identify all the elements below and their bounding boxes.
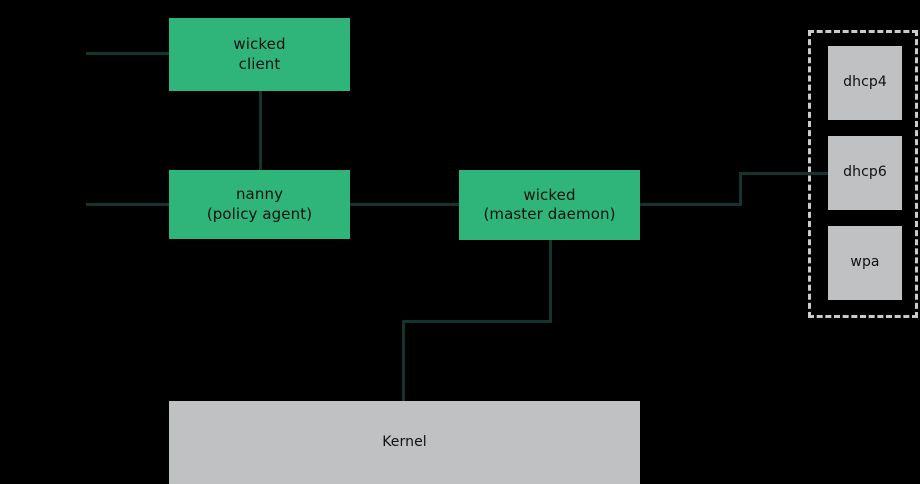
node-nanny: nanny (policy agent) — [169, 170, 350, 239]
node-label-wpa: wpa — [850, 254, 880, 271]
node-label-wicked-master-daemon: wicked (master daemon) — [483, 185, 616, 223]
connector-wicked-client-to-nanny — [259, 91, 262, 170]
connector-nanny-to-wicked-master-h — [350, 203, 460, 206]
connector-wicked-master-to-dhcp6-h2 — [739, 172, 828, 175]
node-dhcp4: dhcp4 — [828, 46, 902, 120]
node-label-dhcp4: dhcp4 — [843, 74, 887, 91]
node-label-kernel: Kernel — [382, 433, 427, 450]
node-wicked-client: wicked client — [169, 18, 350, 91]
connector-wicked-master-to-kernel-v2 — [402, 320, 405, 401]
node-dhcp6: dhcp6 — [828, 136, 902, 210]
node-label-dhcp6: dhcp6 — [843, 164, 887, 181]
connector-wicked-master-to-kernel-v1 — [549, 240, 552, 323]
node-wicked-master-daemon: wicked (master daemon) — [459, 170, 640, 240]
node-wpa: wpa — [828, 226, 902, 300]
node-label-wicked-client: wicked client — [233, 35, 286, 73]
connector-wicked-master-to-step-v — [739, 172, 742, 206]
connector-wicked-master-to-step-h1 — [640, 203, 742, 206]
connector-wicked-master-to-kernel-h — [402, 320, 552, 323]
node-kernel: Kernel — [169, 401, 640, 484]
node-label-nanny: nanny (policy agent) — [206, 185, 313, 223]
connector-left-stub-to-wicked-client — [86, 52, 170, 55]
connector-left-stub-to-nanny — [86, 203, 170, 206]
